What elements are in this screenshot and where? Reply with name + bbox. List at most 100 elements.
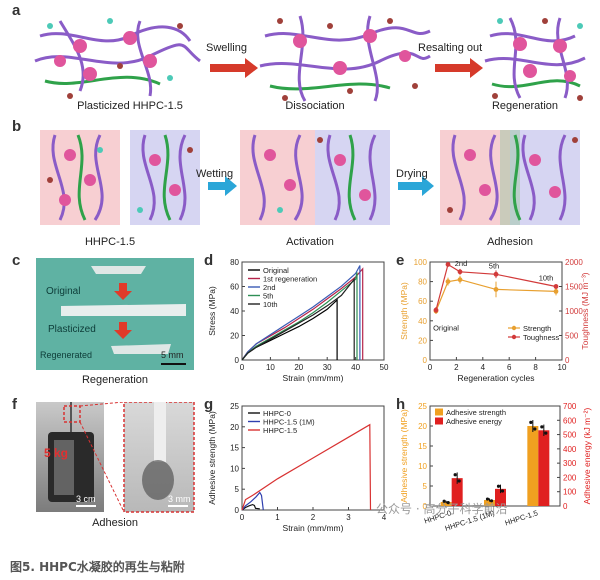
y-tick-label: 0: [423, 356, 428, 365]
drying-arrow: [398, 176, 434, 196]
x-tick-label: 0: [240, 363, 245, 372]
replicate-point: [457, 479, 461, 483]
x-tick-label: 10: [266, 363, 275, 372]
photo-overlay-c: [61, 266, 186, 365]
schematic-a: [34, 15, 586, 102]
scale-label-f-right: 3 mm: [168, 494, 191, 504]
y-tick-label: 15: [418, 442, 427, 451]
y-axis-label: Strength (MPa): [399, 282, 409, 340]
x-tick-label: 4: [382, 513, 387, 522]
y-tick-label: 25: [418, 402, 427, 411]
replicate-point: [485, 497, 490, 501]
x-tick-label: 4: [481, 363, 486, 372]
resalting-arrow: [435, 58, 483, 78]
bar: [440, 502, 452, 506]
caption-activation: Activation: [286, 236, 334, 248]
panel-label-g: g: [204, 396, 214, 413]
legend-label: Toughness: [523, 333, 560, 342]
x-tick-label: 3: [346, 513, 351, 522]
legend-label: 2nd: [263, 283, 276, 292]
legend-label: 10th: [263, 300, 278, 309]
data-point: [445, 279, 451, 284]
y-right-tick-label: 300: [563, 459, 577, 468]
arrow-label-drying: Drying: [396, 168, 428, 180]
x-tick-label: 40: [351, 363, 360, 372]
arrow-label-swelling: Swelling: [206, 42, 247, 54]
x-tick-label: 10: [558, 363, 567, 372]
replicate-point: [540, 425, 544, 429]
red-arrow-2: [114, 322, 132, 339]
legend-label: 5th: [263, 292, 273, 301]
replicate-point: [529, 420, 533, 424]
x-axis-label: Regeneration cycles: [457, 373, 534, 383]
x-tick-label: 30: [323, 363, 332, 372]
y-tick-label: 100: [414, 258, 428, 267]
y-axis-label: Adhesive strength (MPa): [399, 409, 409, 503]
schematic-b: [40, 130, 580, 225]
y-right-tick-label: 600: [563, 416, 577, 425]
y-axis-label: Adhesive strength (MPa): [207, 411, 217, 505]
photo-overlay-f: [48, 402, 195, 513]
cycle-annotation: 10th: [539, 274, 554, 283]
panel-label-d: d: [204, 252, 214, 269]
hook-closeup: [142, 460, 174, 500]
legend-label: HHPC-1.5 (1M): [263, 418, 315, 427]
watermark: 公众号 · 高分子科学前沿: [376, 502, 508, 516]
figure-caption: 图5. HHPC水凝胶的再生与粘附: [10, 560, 185, 574]
y-tick-label: 20: [418, 422, 427, 431]
x-tick-label: 1: [275, 513, 280, 522]
legend-swatch: [435, 408, 443, 416]
x-tick-label: 20: [294, 363, 303, 372]
replicate-point: [489, 499, 494, 503]
legend-label: Strength: [523, 324, 551, 333]
bar: [538, 430, 550, 506]
y-tick-label: 60: [418, 297, 427, 306]
y-tick-label: 0: [235, 356, 240, 365]
x-tick-label: 8: [533, 363, 538, 372]
y-tick-label: 40: [230, 307, 239, 316]
weight-label: 5 kg: [44, 446, 69, 460]
legend-swatch: [435, 417, 443, 425]
x-axis-label: Strain (mm/mm): [283, 523, 344, 533]
x-tick-label: 0: [428, 363, 433, 372]
cycle-annotation: 5th: [489, 261, 499, 270]
panel-label-b: b: [12, 118, 22, 135]
data-point: [493, 287, 499, 292]
y-right-tick-label: 500: [563, 431, 577, 440]
series-line-0: [241, 503, 260, 511]
series-line-3: [241, 272, 358, 361]
y-tick-label: 20: [230, 332, 239, 341]
label-plasticized-c: Plasticized: [48, 324, 96, 335]
y-right-tick-label: 100: [563, 488, 577, 497]
legend-label: HHPC-1.5: [263, 426, 297, 435]
bar: [495, 488, 506, 506]
replicate-point: [533, 427, 537, 431]
caption-adhesion-b: Adhesion: [487, 236, 533, 248]
y-tick-label: 25: [230, 402, 239, 411]
bar: [527, 426, 539, 506]
arrow-label-wetting: Wetting: [196, 168, 234, 180]
y-right-axis-label: Toughness (MJ m⁻³): [580, 272, 590, 349]
panel-label-h: h: [396, 396, 406, 413]
data-point: [457, 277, 463, 283]
legend-label: Original: [263, 266, 289, 275]
caption-dissociation: Dissociation: [285, 100, 345, 112]
x-tick-label: 50: [380, 363, 389, 372]
y-tick-label: 60: [230, 283, 239, 292]
y-tick-label: 5: [423, 482, 428, 491]
data-point: [457, 269, 463, 275]
caption-regeneration-a: Regeneration: [491, 100, 559, 112]
y-tick-label: 0: [235, 506, 240, 515]
panel-label-f: f: [12, 396, 17, 413]
cycle-annotation: 2nd: [455, 259, 468, 268]
swelling-arrow: [210, 58, 258, 78]
y-right-tick-label: 2000: [565, 258, 583, 267]
y-right-tick-label: 200: [563, 473, 577, 482]
bar: [484, 500, 495, 506]
legend-label: Adhesive strength: [446, 408, 506, 417]
data-point: [553, 284, 559, 289]
series-line-4: [241, 277, 355, 361]
panel-label-c: c: [12, 252, 21, 269]
caption-plasticized: Plasticized HHPC-1.5: [77, 100, 183, 112]
